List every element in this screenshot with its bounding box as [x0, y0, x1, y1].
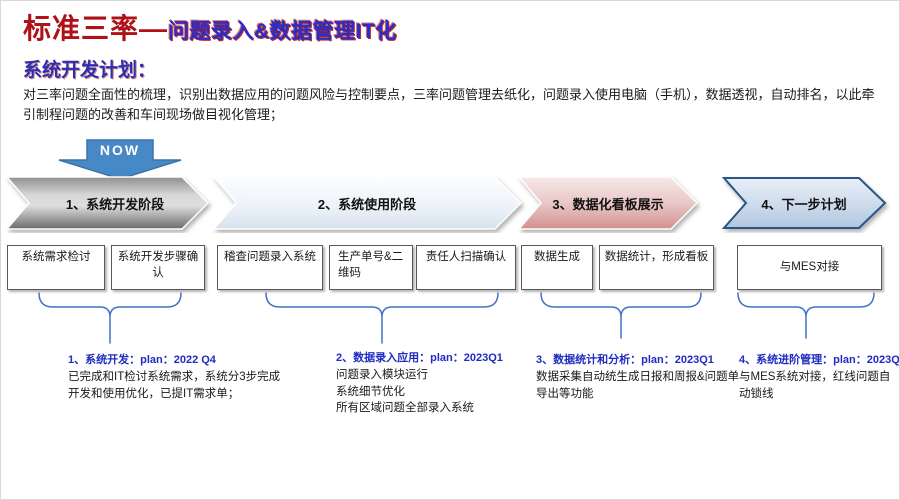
phase-4-label: 4、下一步计划 — [761, 196, 847, 212]
process-box-8: 与MES对接 — [737, 245, 882, 290]
section-description: 对三率问题全面性的梳理，识别出数据应用的问题风险与控制要点，三率问题管理去纸化，… — [23, 87, 875, 123]
now-arrow-shape — [58, 139, 182, 180]
process-box-7: 数据统计，形成看板 — [599, 245, 714, 290]
process-box-6: 数据生成 — [521, 245, 593, 290]
annotation-4: 4、系统进阶管理：plan：2023Q1 与MES系统对接，红线问题自动锁线 — [739, 351, 900, 402]
brace-2 — [265, 292, 499, 344]
brace-connectors — [38, 292, 875, 344]
annotation-3-title: 3、数据统计和分析：plan：2023Q1 — [536, 354, 714, 366]
annotation-1: 1、系统开发：plan：2022 Q4 已完成和IT检讨系统需求，系统分3步完成… — [68, 351, 290, 402]
annotation-3-line: 数据采集自动统生成日报和周报&问题单导出等功能 — [536, 371, 740, 400]
phase-4-arrow — [721, 177, 887, 229]
brace-4 — [737, 292, 875, 339]
annotation-2-line: 问题录入模块运行 — [336, 369, 428, 381]
process-box-3: 稽查问题录入系统 — [217, 245, 323, 290]
process-box-4: 生产单号&二维码 — [329, 245, 413, 290]
annotation-2-line: 所有区域问题全部录入系统 — [336, 402, 474, 415]
annotation-3: 3、数据统计和分析：plan：2023Q1 数据采集自动统生成日报和周报&问题单… — [536, 351, 744, 402]
now-arrow-icon — [58, 139, 182, 180]
brace-1 — [38, 292, 182, 344]
now-label: NOW — [99, 142, 141, 158]
annotation-4-line: 与MES系统对接，红线问题自动锁线 — [739, 371, 891, 400]
phase-3-arrow — [517, 176, 699, 230]
process-box-5: 责任人扫描确认 — [416, 245, 516, 290]
annotation-1-title: 1、系统开发：plan：2022 Q4 — [68, 354, 216, 366]
annotation-1-line: 已完成和IT检讨系统需求，系统分3步完成开发和使用优化，已提IT需求单； — [68, 371, 281, 400]
phase-arrows — [5, 176, 887, 230]
phase-1-label: 1、系统开发阶段 — [65, 196, 165, 212]
phase-2-label: 2、系统使用阶段 — [317, 196, 417, 212]
annotation-2: 2、数据录入应用：plan：2023Q1 问题录入模块运行 系统细节优化 所有区… — [336, 349, 551, 417]
page-title: 标准三率—问题录入&数据管理IT化 — [23, 7, 397, 47]
annotation-2-title: 2、数据录入应用：plan：2023Q1 — [336, 352, 503, 364]
phase-1-arrow — [5, 176, 210, 230]
process-box-1: 系统需求检讨 — [7, 245, 105, 290]
process-box-2: 系统开发步骤确认 — [111, 245, 205, 290]
title-main: 标准三率— — [23, 13, 169, 44]
title-sub: 问题录入&数据管理IT化 — [168, 20, 397, 43]
brace-3 — [540, 292, 702, 339]
annotation-4-title: 4、系统进阶管理：plan：2023Q1 — [739, 354, 900, 366]
phase-2-arrow — [212, 176, 523, 230]
annotation-2-line: 系统细节优化 — [336, 385, 405, 398]
phase-3-label: 3、数据化看板展示 — [552, 196, 664, 212]
section-heading: 系统开发计划： — [23, 60, 157, 81]
